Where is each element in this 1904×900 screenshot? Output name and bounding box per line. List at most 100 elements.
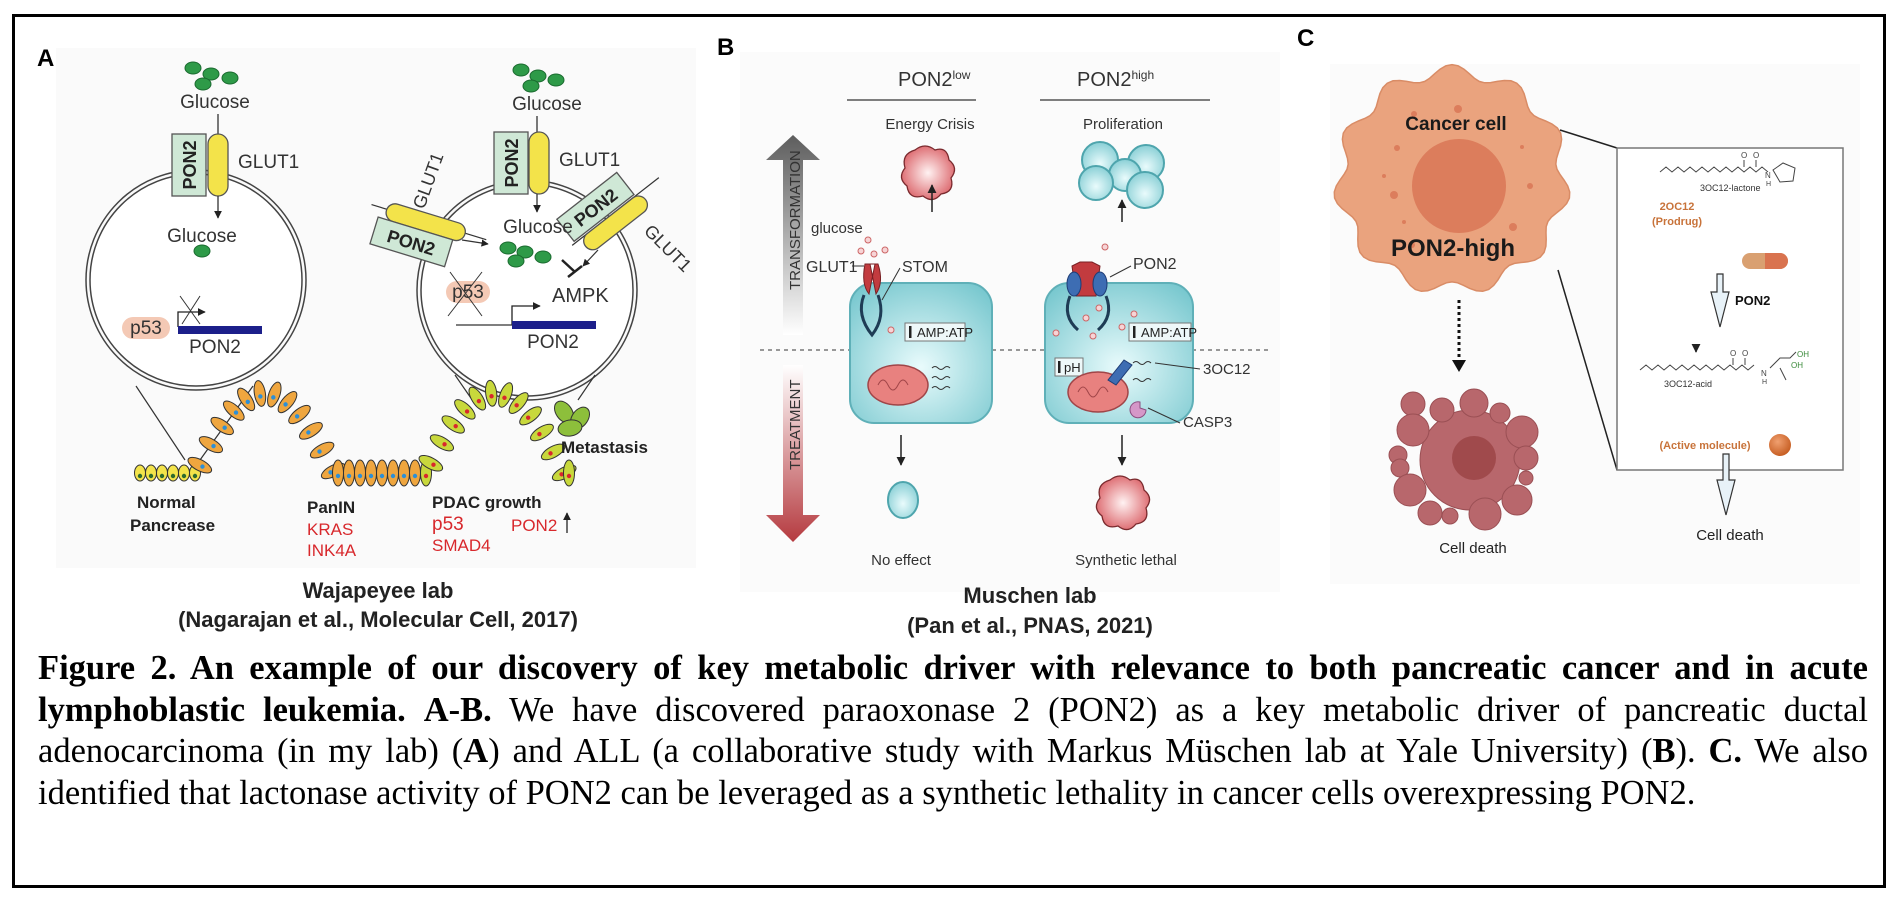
epithelial-cell [398,459,410,487]
epithelial-cell [376,459,388,487]
cell-nucleus [317,449,322,454]
epithelial-cell [343,459,355,487]
pon2-gene-label: PON2 [189,337,241,358]
promoter-arrow-icon [511,302,541,325]
synthetic-lethal-label: Synthetic lethal [1075,552,1177,569]
cell-nucleus [423,473,429,479]
epithelial-cell [498,382,514,408]
pon2-gene-label: PON2 [527,332,579,353]
panel-a-citation: (Nagarajan et al., Molecular Cell, 2017) [178,607,578,632]
stom-label: STOM [902,259,948,276]
atom-o: O [1753,151,1759,160]
cell-nucleus [233,410,239,415]
epithelial-cell [563,459,575,487]
cell-nucleus [476,398,482,404]
inhibition-icon [561,259,583,278]
transformation-arrow-icon [766,135,820,335]
epithelial-cell [178,464,190,482]
cell-nucleus [148,473,154,479]
pon2-low-header: PON2low [898,68,971,91]
casp3-label: CASP3 [1183,414,1232,431]
cell-nucleus [283,402,288,407]
dead-nucleus-icon [1452,436,1496,480]
prodrug-name: 2OC12 [1660,201,1695,213]
cell-nucleus [294,414,300,419]
treatment-arrow-icon [766,365,820,542]
down-arrow-icon [1058,361,1061,373]
glut1-transporter-icon [207,133,229,197]
glut1-top-label: GLUT1 [559,150,620,171]
caption-b-ref: B [1652,732,1676,770]
cell-nucleus [442,442,447,447]
atom-h: H [1766,181,1771,188]
cell-nucleus [306,430,311,435]
pon2-high-label: PON2-high [1391,235,1515,262]
cell-nucleus [401,473,407,479]
caption-title: Figure 2. An example of our discovery of… [38,649,1868,729]
epithelial-cell [309,441,335,459]
epithelial-cell [540,443,566,461]
caption-text-2: ) and ALL (a collaborative study with Ma… [488,732,1653,770]
pon2-high-header: PON2high [1077,68,1154,91]
cell-nucleus [245,399,250,405]
panel-a: A Glucose PON2 GLUT1 Glucose p53 PON2 [37,45,696,632]
panel-b: B PON2low PON2high Energy Crisis Prolife… [717,34,1280,638]
glucose-out-label: Glucose [512,94,582,115]
cell-nucleus [328,470,333,475]
atom-n: N [1765,171,1771,180]
epithelial-cell [299,422,323,440]
epithelial-cell [519,406,542,426]
glut1-label-b: GLUT1 [806,259,858,276]
cell-nucleus [464,409,470,414]
dying-cell-icon [900,145,956,201]
p53-badge [446,281,490,303]
epithelial-cell [145,464,157,482]
cell-nucleus [335,473,341,479]
epithelial-cell [222,400,245,421]
cell-nucleus [357,473,363,479]
cancer-cell-label: Cancer cell [1405,114,1506,135]
pon2-up-label: PON2 [511,516,557,535]
cell-nucleus [390,473,396,479]
acid-label: 3OC12-acid [1664,379,1712,389]
glut1-label: GLUT1 [238,152,299,173]
cell-nucleus [346,473,352,479]
panin-label: PanIN [307,498,355,517]
p53-label: p53 [130,318,162,339]
3oc12-label: 3OC12 [1203,361,1251,378]
panel-c: C Cancer cell PON2-high Cell death O O N… [1297,25,1860,584]
lactone-label: 3OC12-lactone [1700,183,1761,193]
cell-nucleus [525,415,531,420]
epithelial-cell [167,464,179,482]
down-arrow-icon [1716,453,1736,516]
pon2-box-label: PON2 [180,140,200,189]
epithelial-cell [530,423,554,442]
cell-nucleus [566,473,572,479]
epithelial-cell [441,415,465,434]
ampk-label: AMPK [552,285,609,307]
p53-label: p53 [452,282,484,303]
lipid-tails-icon [931,366,951,390]
glucose-in-label: Glucose [167,226,237,247]
lactone-structure-icon [1659,166,1769,173]
p53-badge [122,317,170,339]
caption-text-3: ). [1675,732,1696,770]
caption-a-ref: A [463,732,489,770]
caption-text-4: We also identified that lactonase activi… [38,732,1868,812]
active-molecule-label: (Active molecule) [1659,440,1750,452]
glucose-particles-icon [857,236,895,334]
no-effect-label: No effect [871,552,932,569]
epithelial-cell [485,379,498,407]
epithelial-cell [134,464,146,482]
caption-ab-label: A-B. [423,690,492,729]
cell-death-right-label: Cell death [1696,527,1764,544]
transformation-label: TRANSFORMATION [787,150,804,290]
epithelial-cell [508,392,529,414]
cytoplasm-dots-icon [1382,105,1533,248]
cell-nucleus [559,472,564,477]
up-arrow-icon [909,326,912,338]
atom-h: H [1762,379,1767,386]
right-transporter-group: PON2 [555,171,660,251]
epithelial-cell [418,455,444,472]
atom-o: O [1730,349,1736,358]
